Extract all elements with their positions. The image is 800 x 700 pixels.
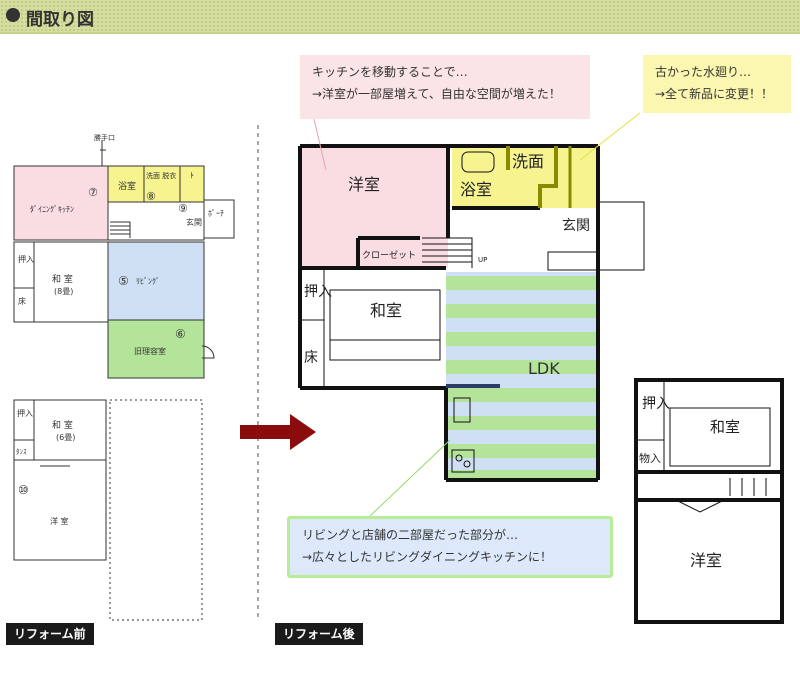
callout-kitchen-line1: キッチンを移動することで… bbox=[312, 65, 468, 79]
before-tansu-label: ﾀﾝｽ bbox=[16, 448, 27, 456]
before-toko-label: 床 bbox=[18, 296, 26, 306]
bullet-icon bbox=[6, 8, 20, 22]
before-washitsu-label: 和 室 bbox=[52, 273, 73, 285]
before-toilet-label: ﾄ bbox=[190, 171, 194, 180]
after-entrance-label: 玄関 bbox=[562, 217, 590, 234]
after-toko-label: 床 bbox=[304, 350, 318, 366]
before-reform-label: リフォーム前 bbox=[6, 623, 94, 645]
before-backdoor-label: 勝手口 bbox=[94, 133, 115, 142]
after-bath-label: 浴室 bbox=[460, 180, 492, 199]
after-bath-area bbox=[452, 146, 598, 208]
header-divider bbox=[0, 32, 800, 34]
callout-living: リビングと店舗の二部屋だった部分が… →広々としたリビングダイニングキッチンに！ bbox=[287, 516, 613, 578]
after-storage-label: 物入 bbox=[639, 451, 661, 465]
before-plan-labels: ﾀﾞｲﾆﾝｸﾞｷｯﾁﾝ ⑦ 浴室 洗面 脱衣 ﾄ ⑧ ⑨ 玄関 ﾎﾟｰﾁ 勝手口… bbox=[16, 133, 224, 526]
callout-kitchen: キッチンを移動することで… →洋室が一部屋増えて、自由な空間が増えた！ bbox=[300, 55, 590, 119]
before-plan bbox=[13, 140, 235, 621]
before-shop-label: 旧理容室 bbox=[134, 346, 166, 356]
before-entrance-label: 玄関 bbox=[186, 217, 202, 227]
before-living-number: ⑤ bbox=[118, 274, 129, 288]
callout-living-line2: →広々としたリビングダイニングキッチンに！ bbox=[302, 550, 553, 564]
before-entrance-number: ⑨ bbox=[178, 202, 188, 215]
before-yoshitsu-label: 洋 室 bbox=[50, 516, 69, 526]
before-dining-area bbox=[13, 165, 109, 241]
after-up-washitsu-label: 和室 bbox=[710, 418, 740, 436]
after-plan bbox=[298, 112, 784, 624]
callout-connector-living bbox=[369, 439, 451, 517]
before-oshiire-label: 押入 bbox=[18, 254, 34, 264]
before-shop-number: ⑥ bbox=[175, 327, 186, 341]
before-up-oshiire-label: 押入 bbox=[17, 408, 33, 418]
callout-kitchen-line2: →洋室が一部屋増えて、自由な空間が増えた！ bbox=[312, 87, 561, 101]
before-washroom-label: 洗面 脱衣 bbox=[146, 171, 176, 180]
before-bath-label: 浴室 bbox=[118, 180, 136, 192]
before-washitsu-size: (8畳) bbox=[54, 287, 73, 296]
after-closet-label: クローゼット bbox=[362, 249, 416, 261]
section-title: 間取り図 bbox=[26, 10, 94, 30]
before-yoshitsu-number: ⑩ bbox=[18, 483, 29, 497]
callout-living-line1: リビングと店舗の二部屋だった部分が… bbox=[302, 528, 519, 542]
before-up-washitsu-size: (6畳) bbox=[56, 433, 75, 442]
before-porch-label: ﾎﾟｰﾁ bbox=[208, 209, 224, 218]
callout-water: 古かった水廻り… →全て新品に変更！！ bbox=[643, 55, 791, 113]
callout-water-line2: →全て新品に変更！！ bbox=[655, 87, 774, 101]
callout-connector-kitchen bbox=[313, 118, 327, 171]
callout-water-line1: 古かった水廻り… bbox=[655, 65, 752, 79]
after-yoshitsu-label: 洋室 bbox=[348, 175, 380, 194]
before-living-label: ﾘﾋﾞﾝｸﾞ bbox=[136, 277, 160, 286]
before-bath-number: ⑧ bbox=[146, 190, 156, 203]
after-reform-label: リフォーム後 bbox=[275, 623, 363, 645]
after-up-yoshitsu-label: 洋室 bbox=[690, 551, 722, 570]
before-dining-number: ⑦ bbox=[88, 186, 98, 199]
after-plan-labels: 洋室 浴室 洗面 玄関 クローゼット UP 押入 和室 床 LDK 押入 和室 … bbox=[304, 152, 740, 570]
before-dining-label: ﾀﾞｲﾆﾝｸﾞｷｯﾁﾝ bbox=[30, 205, 74, 214]
after-up-label: UP bbox=[478, 256, 487, 264]
after-washroom-label: 洗面 bbox=[512, 152, 544, 171]
arrow-icon bbox=[240, 414, 316, 450]
after-up-oshiire-label: 押入 bbox=[642, 396, 670, 412]
callout-connector-water bbox=[579, 112, 641, 161]
after-washitsu-label: 和室 bbox=[370, 301, 402, 320]
after-oshiire-label: 押入 bbox=[304, 284, 332, 300]
after-ldk-stripes bbox=[446, 276, 598, 480]
after-ldk-label: LDK bbox=[528, 359, 560, 378]
before-up-washitsu-label: 和 室 bbox=[52, 419, 73, 431]
before-shop-area bbox=[107, 319, 205, 379]
section-header: 間取り図 bbox=[0, 0, 800, 32]
